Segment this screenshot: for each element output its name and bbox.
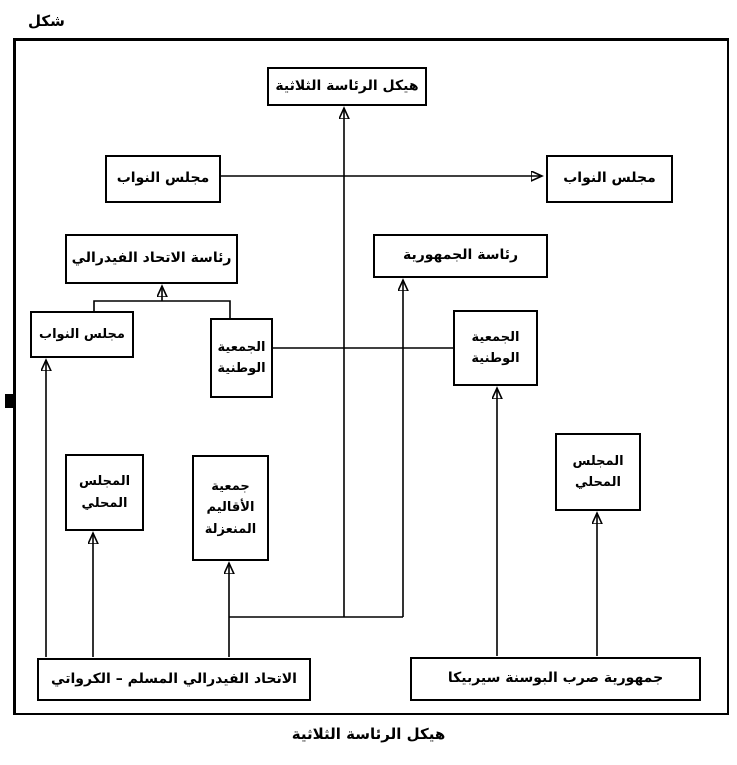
node-deputies-row2-left: مجلس النواب: [105, 155, 221, 203]
frame-border-notch: [5, 394, 16, 408]
node-serb-republic: جمهورية صرب البوسنة سيربيكا: [410, 657, 701, 701]
node-local-council-right: المجلس المحلي: [555, 433, 641, 511]
node-local-council-left: المجلس المحلي: [65, 454, 144, 531]
node-triple-presidency-structure: هيكل الرئاسة الثلاثية: [267, 67, 427, 106]
node-deputies-row2-right: مجلس النواب: [546, 155, 673, 203]
node-muslim-croat-federation: الاتحاد الفيدرالي المسلم – الكرواتي: [37, 658, 311, 701]
node-federal-union-presidency: رئاسة الاتحاد الفيدرالي: [65, 234, 238, 284]
node-national-assembly-right: الجمعية الوطنية: [453, 310, 538, 386]
node-deputies-row4-left: مجلس النواب: [30, 311, 134, 358]
diagram-frame: [13, 38, 729, 715]
figure-label: شكل: [28, 12, 65, 30]
node-national-assembly-left: الجمعية الوطنية: [210, 318, 273, 398]
diagram-caption: هيكل الرئاسة الثلاثية: [291, 725, 446, 743]
node-isolated-regions-assembly: جمعية الأقاليم المنعزلة: [192, 455, 269, 561]
node-republic-presidency: رئاسة الجمهورية: [373, 234, 548, 278]
